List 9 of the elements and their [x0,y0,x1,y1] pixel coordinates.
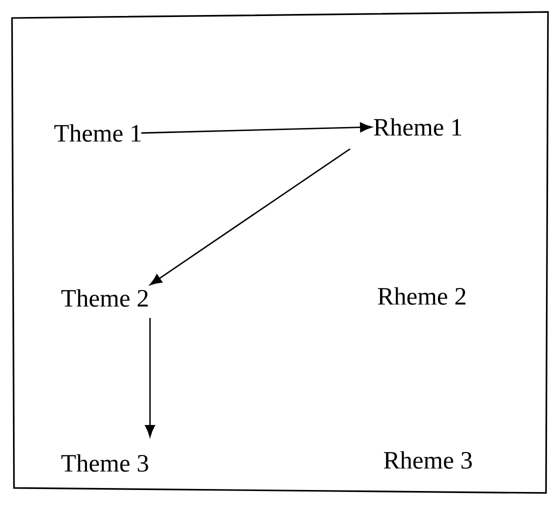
arrow [141,122,372,134]
text-label: Rheme 1 [374,118,462,136]
text-label: Rheme 2 [378,287,466,305]
text-label: Rheme 3 [384,451,472,469]
text-label: Theme 3 [61,454,148,472]
text-label: Theme 1 [54,124,141,142]
text-label: Theme 2 [61,289,148,307]
arrow [150,148,350,286]
arrow [145,318,155,437]
